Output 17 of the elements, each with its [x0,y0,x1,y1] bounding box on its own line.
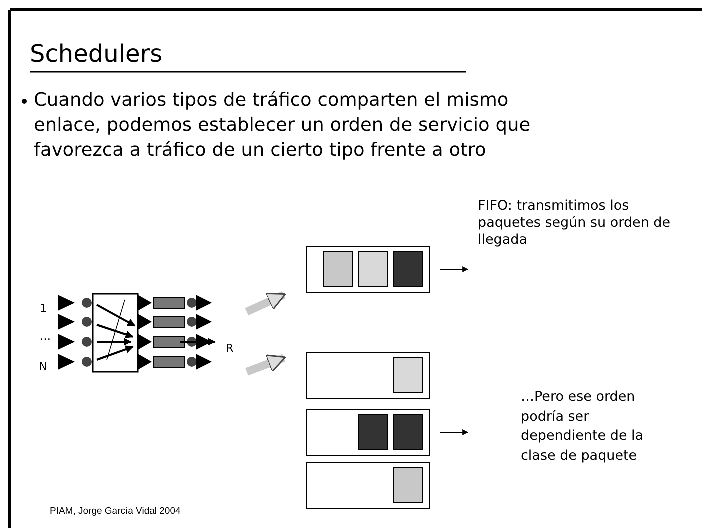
queue-box [306,462,430,509]
input-label: N [39,360,48,373]
slide-title: Schedulers [30,40,163,68]
block-arrow [245,291,286,316]
note-text: FIFO: transmitimos los paquetes según su orden de llegada [478,198,672,249]
footer-text: PIAM, Jorge García Vidal 2004 [50,506,181,517]
input-label: 1 [40,302,47,315]
arrow [440,430,469,436]
queue-box [306,246,430,293]
queue-box [306,352,430,399]
block-arrow [246,354,286,376]
note-text: …Pero ese orden podría ser dependiente de la clase de paquete [521,388,645,466]
arrow [440,266,469,272]
queue-box [306,409,430,456]
output-label: R [226,342,234,355]
input-label: … [40,330,51,343]
bullet-text: Cuando varios tipos de tráfico comparten el mismo enlace, podemos establecer un orden de servicio que favorezca a tráfico de un cierto tipo frente a otro [34,89,532,163]
